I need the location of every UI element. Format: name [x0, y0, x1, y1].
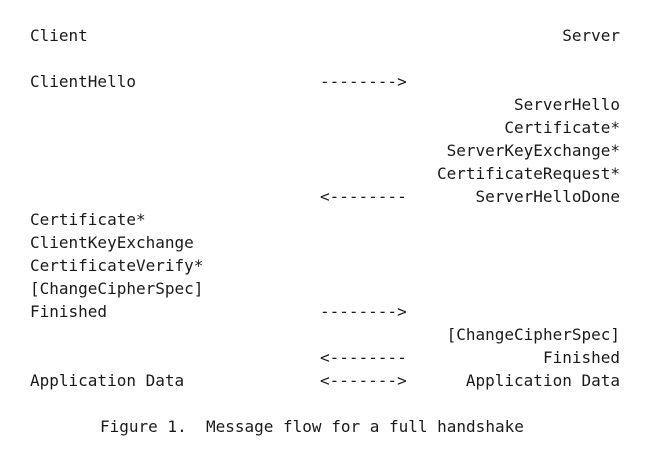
arrow-left: <-------- — [320, 187, 407, 206]
client-hello: ClientHello — [30, 72, 136, 91]
server-application-data: Application Data — [465, 371, 620, 390]
arrow-bidirectional: <-------> — [320, 371, 407, 390]
server-hello: ServerHello — [514, 95, 620, 114]
client-change-cipher-spec: [ChangeCipherSpec] — [30, 279, 204, 298]
server-key-exchange: ServerKeyExchange* — [446, 141, 620, 160]
arrow-right: --------> — [320, 72, 407, 91]
client-finished: Finished — [30, 302, 108, 321]
figure-caption: Figure 1. Message flow for a full handsh… — [100, 417, 524, 436]
server-certificate: Certificate* — [504, 118, 620, 137]
client-header: Client — [30, 26, 88, 45]
server-change-cipher-spec: [ChangeCipherSpec] — [446, 325, 620, 344]
client-certificate: Certificate* — [30, 210, 146, 229]
arrow-left: <-------- — [320, 348, 407, 367]
client-key-exchange: ClientKeyExchange — [30, 233, 194, 252]
certificate-verify: CertificateVerify* — [30, 256, 204, 275]
client-application-data: Application Data — [30, 371, 185, 390]
server-header: Server — [562, 26, 620, 45]
arrow-right: --------> — [320, 302, 407, 321]
server-hello-done: ServerHelloDone — [475, 187, 621, 206]
server-finished: Finished — [542, 348, 620, 367]
certificate-request: CertificateRequest* — [436, 164, 620, 183]
